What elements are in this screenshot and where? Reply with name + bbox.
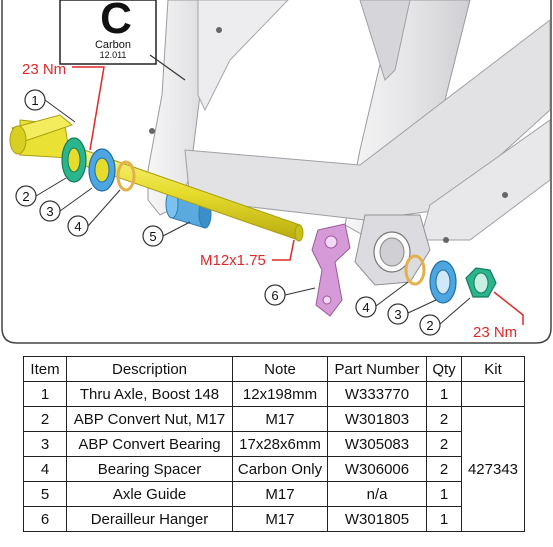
table-row: 5 Axle Guide M17 n/a 1 [23,481,525,507]
table-row: 2 ABP Convert Nut, M17 M17 W301803 2 427… [23,406,525,532]
balloon-1-label: 1 [31,93,38,108]
item-balloons: 1 2 3 4 5 6 4 3 2 [15,89,471,336]
balloon-6 [264,284,286,306]
table-row: 4 Bearing Spacer Carbon Only W306006 2 [23,456,525,482]
cell-item: 3 [23,431,67,457]
cell-description: Bearing Spacer [66,456,233,482]
cell-kit-empty [461,381,525,407]
header-description: Description [66,356,233,382]
cell-kit: 427343 [461,406,525,532]
convert-bearing-left [88,148,116,192]
cell-qty: 1 [426,506,462,532]
bike-frame [147,0,551,286]
table-row: 3 ABP Convert Bearing 17x28x6mm W305083 … [23,431,525,457]
cell-item: 5 [23,481,67,507]
table-row: 6 Derailleur Hanger M17 W301805 1 [23,506,525,532]
convert-nut-left [61,137,87,183]
balloon-5-label: 5 [149,229,156,244]
header-part-number: Part Number [327,356,427,382]
torque-callout-top: 23 Nm [22,61,105,151]
cell-qty: 2 [426,456,462,482]
cell-description: ABP Convert Nut, M17 [66,406,233,432]
badge-leader-line [149,54,186,81]
carbon-badge-word: Carbon [95,39,131,51]
balloon-3-left [39,200,61,222]
cell-part-number: W301803 [327,406,427,432]
balloon-6-label: 6 [271,288,278,303]
cell-item: 4 [23,456,67,482]
thread-callout: M12x1.75 [200,239,295,269]
cell-description: Thru Axle, Boost 148 [66,381,233,407]
balloon-2-right-label: 2 [426,318,433,333]
torque-callout-bottom: 23 Nm [473,291,524,341]
balloon-2-left [15,185,37,207]
balloon-2-left-label: 2 [22,189,29,204]
balloon-5 [142,225,164,247]
cell-qty: 2 [426,431,462,457]
cell-description: Derailleur Hanger [66,506,233,532]
balloon-1 [24,89,46,111]
parts-table: Item Description Note Part Number Qty Ki… [23,356,525,532]
thru-axle [9,114,304,242]
cell-note: 12x198mm [232,381,328,407]
cell-description: Axle Guide [66,481,233,507]
table-header-row: Item Description Note Part Number Qty Ki… [23,356,525,382]
cell-part-number: W306006 [327,456,427,482]
header-kit: Kit [461,356,525,382]
cell-item: 2 [23,406,67,432]
cell-description: ABP Convert Bearing [66,431,233,457]
exploded-diagram: C Carbon 12.011 [1,0,552,344]
cell-note: M17 [232,406,328,432]
convert-bearing-right [429,260,457,304]
balloon-2-right [419,314,441,336]
balloon-4-left-label: 4 [74,219,81,234]
balloon-3-left-label: 3 [46,204,53,219]
cell-item: 6 [23,506,67,532]
balloon-4-right-label: 4 [362,300,369,315]
balloon-3-right [387,303,409,325]
convert-nut-right [465,267,497,298]
cell-note: M17 [232,506,328,532]
cell-qty: 1 [426,381,462,407]
balloon-4-right [355,296,377,318]
torque-label-top: 23 Nm [22,61,66,78]
balloon-4-left [67,215,89,237]
carbon-badge-letter: C [100,0,132,43]
derailleur-hanger [311,223,351,317]
bearing-spacer-right [404,254,426,286]
cell-qty: 1 [426,481,462,507]
cell-note: M17 [232,481,328,507]
bearing-spacer-left [116,160,136,192]
cell-note: 17x28x6mm [232,431,328,457]
header-note: Note [232,356,328,382]
carbon-badge-code: 12.011 [100,50,127,60]
thread-label: M12x1.75 [200,252,266,269]
carbon-element-badge: C Carbon 12.011 [59,0,157,65]
cell-part-number: W301805 [327,506,427,532]
cell-note: Carbon Only [232,456,328,482]
cell-item: 1 [23,381,67,407]
cell-qty: 2 [426,406,462,432]
torque-label-bottom: 23 Nm [473,324,517,341]
cell-part-number: W305083 [327,431,427,457]
diagram-border [1,0,552,344]
cell-part-number: W333770 [327,381,427,407]
table-row: 1 Thru Axle, Boost 148 12x198mm W333770 … [23,381,525,407]
cell-part-number: n/a [327,481,427,507]
header-item: Item [23,356,67,382]
balloon-3-right-label: 3 [394,307,401,322]
header-qty: Qty [426,356,462,382]
